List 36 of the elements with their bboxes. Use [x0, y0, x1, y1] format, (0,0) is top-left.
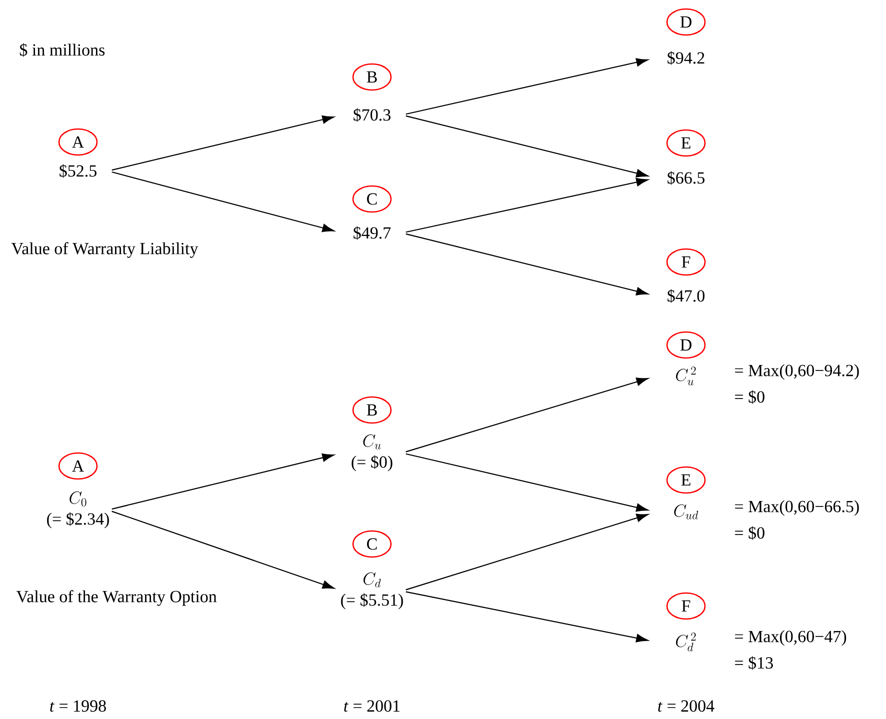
value-label: $C_0$ (= $2.34) [47, 491, 109, 528]
value-label: $70.3 [354, 108, 390, 122]
value-label: $C_u^{\,2}$ [676, 366, 696, 386]
time-label: t = 2001 [344, 700, 400, 712]
arrow [406, 178, 648, 233]
arrow [406, 233, 648, 296]
formula-text: = Max(0,60−94.2) [735, 364, 859, 380]
arrow [112, 115, 334, 171]
time-label: t = 1998 [50, 700, 106, 712]
value-label: $C_d^{\,2}$ [676, 632, 696, 652]
arrow [406, 378, 648, 452]
value-label: $52.5 [60, 164, 96, 178]
formula-text: = $0 [735, 390, 764, 404]
value-label: $C_d$ (= $5.51) [341, 572, 403, 610]
arrow [112, 510, 334, 589]
formula-text: = Max(0,60−47) [735, 630, 846, 646]
arrow [406, 591, 648, 642]
time-label: t = 2004 [658, 700, 714, 712]
arrow [406, 58, 648, 115]
unit-note: $ in millions [20, 43, 105, 57]
value-label: $C_u$ (= $0) [352, 434, 392, 472]
tree-title: Value of the Warranty Option [16, 590, 217, 606]
value-label: $C_{ud}$ [674, 504, 698, 520]
arrow [112, 171, 334, 232]
formula-text: = Max(0,60−66.5) [735, 500, 859, 516]
arrow [406, 115, 648, 178]
arrow [406, 514, 648, 590]
tree-title: Value of Warranty Liability [11, 242, 198, 258]
value-label: $66.5 [668, 171, 704, 185]
value-label: $47.0 [668, 289, 704, 303]
arrow [406, 453, 648, 512]
formula-text: = $0 [735, 526, 764, 540]
arrow [112, 454, 334, 510]
value-label: $49.7 [354, 226, 391, 240]
formula-text: = $13 [735, 656, 773, 670]
value-label: $94.2 [668, 51, 704, 65]
